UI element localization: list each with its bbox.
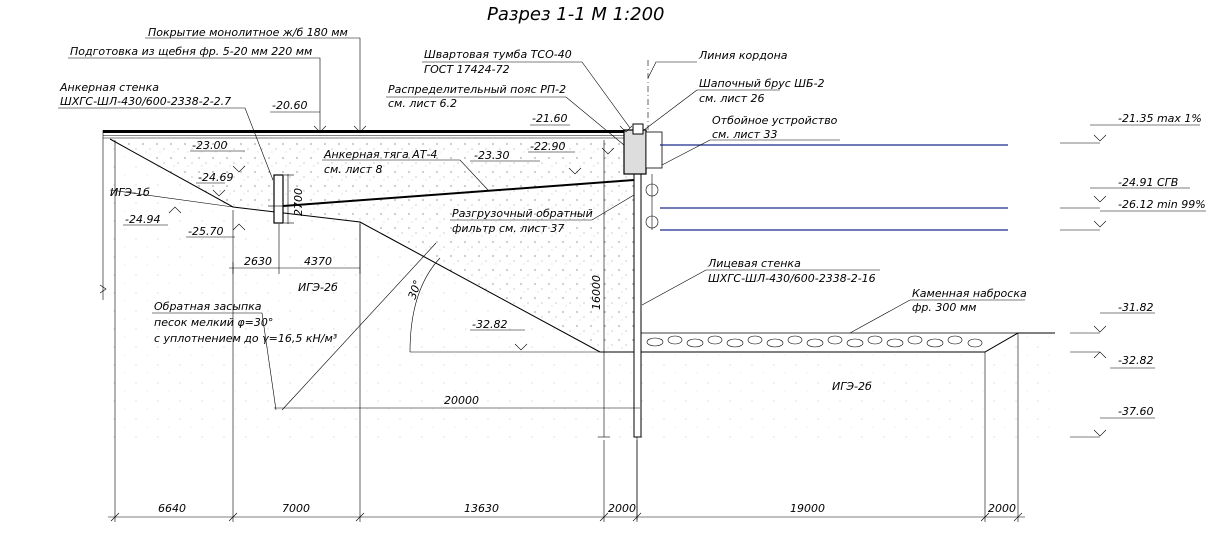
dim-13630: 13630: [464, 502, 499, 515]
anchor-rod-label-1: Анкерная тяга АТ-4: [323, 148, 437, 161]
cover-label-2: Подготовка из щебня фр. 5-20 мм 220 мм: [70, 45, 312, 58]
level-2060: -20.60: [272, 99, 307, 112]
angle-label: 30°: [406, 278, 425, 301]
filter-label-1: Разгрузочный обратный: [452, 207, 593, 220]
level-2135: -21.35 max 1%: [1118, 112, 1202, 125]
cover-label-1: Покрытие монолитное ж/б 180 мм: [148, 26, 348, 39]
dim-2630: 2630: [244, 255, 272, 268]
face-wall-label-1: Лицевая стенка: [707, 257, 801, 270]
soil-label-ige1: ИГЭ-1б: [110, 186, 150, 199]
level-3182: -31.82: [1118, 301, 1153, 314]
level-2300: -23.00: [192, 139, 227, 152]
dimension-texts: 2630 4370 2700 16000 20000 6640 7000 136…: [158, 188, 1016, 515]
face-wall-label-2: ШХГС-ШЛ-430/600-2338-2-16: [708, 272, 876, 285]
dim-4370: 4370: [304, 255, 332, 268]
dist-belt-label-2: см. лист 6.2: [388, 97, 457, 110]
fender-label-1: Отбойное устройство: [712, 114, 838, 127]
level-texts: -20.60 -21.60 -23.00 -23.30 -22.90 -24.6…: [125, 99, 1206, 418]
bollard-label-2: ГОСТ 17424-72: [424, 63, 510, 76]
dim-2000-right: 2000: [988, 502, 1016, 515]
level-2570: -25.70: [188, 225, 223, 238]
fender-label-2: см. лист 33: [712, 128, 777, 141]
level-2612: -26.12 min 99%: [1118, 198, 1206, 211]
filter-label-2: фильтр см. лист 37: [452, 222, 564, 235]
riprap-label-1: Каменная наброска: [912, 287, 1027, 300]
backfill-label-3: с уплотнением до γ=16,5 кН/м³: [154, 332, 338, 345]
backfill-zone: [110, 139, 637, 352]
level-2290: -22.90: [530, 140, 565, 153]
dist-belt-label-1: Распределительный пояс РП-2: [388, 83, 566, 96]
soil-label-ige2-left: ИГЭ-2б: [298, 281, 338, 294]
level-3760: -37.60: [1118, 405, 1153, 418]
level-3282-right: -32.82: [1118, 354, 1153, 367]
level-2494: -24.94: [125, 213, 160, 226]
dim-20000: 20000: [444, 394, 479, 407]
pavement: [103, 130, 637, 139]
dim-7000: 7000: [282, 502, 310, 515]
backfill-label-2: песок мелкий φ=30°: [154, 316, 273, 329]
dim-16000: 16000: [590, 275, 603, 310]
soil-label-ige2-right: ИГЭ-2б: [832, 380, 872, 393]
callout-texts: Покрытие монолитное ж/б 180 мм Подготовк…: [59, 26, 1027, 393]
cap-beam: [623, 123, 663, 230]
bottom-dim-chain: [108, 140, 1025, 522]
water-levels: [660, 144, 1008, 231]
anchor-wall: [273, 174, 284, 224]
level-2469: -24.69: [198, 171, 233, 184]
cap-beam-label-2: см. лист 26: [699, 92, 764, 105]
drawing-title: Разрез 1-1 М 1:200: [487, 4, 665, 25]
dim-2700: 2700: [292, 188, 305, 216]
natural-soil-zone: [110, 139, 637, 440]
dim-19000: 19000: [790, 502, 825, 515]
dim-2000-left: 2000: [608, 502, 636, 515]
riprap-label-2: фр. 300 мм: [912, 301, 976, 314]
bollard-label-1: Швартовая тумба ТСО-40: [424, 48, 572, 61]
anchor-wall-label-1: Анкерная стенка: [59, 81, 159, 94]
dim-6640: 6640: [158, 502, 186, 515]
level-markers: [123, 111, 1206, 438]
leader-lines: [58, 37, 1025, 411]
level-3282-left: -32.82: [472, 318, 507, 331]
riprap: [639, 332, 1020, 353]
anchor-rod: [282, 179, 635, 207]
angle-arc: [409, 257, 441, 353]
face-wall: [633, 139, 642, 438]
seabed-soil-zone: [640, 333, 1055, 440]
cap-beam-label-1: Шапочный брус ШБ-2: [699, 77, 825, 90]
level-2330: -23.30: [474, 149, 509, 162]
anchor-wall-label-2: ШХГС-ШЛ-430/600-2338-2-2.7: [60, 95, 231, 108]
backfill-label-1: Обратная засыпка: [154, 300, 262, 313]
level-2160: -21.60: [532, 112, 567, 125]
anchor-rod-label-2: см. лист 8: [324, 163, 382, 176]
level-2491: -24.91 СГВ: [1118, 176, 1178, 189]
cordon-label: Линия кордона: [698, 49, 788, 62]
